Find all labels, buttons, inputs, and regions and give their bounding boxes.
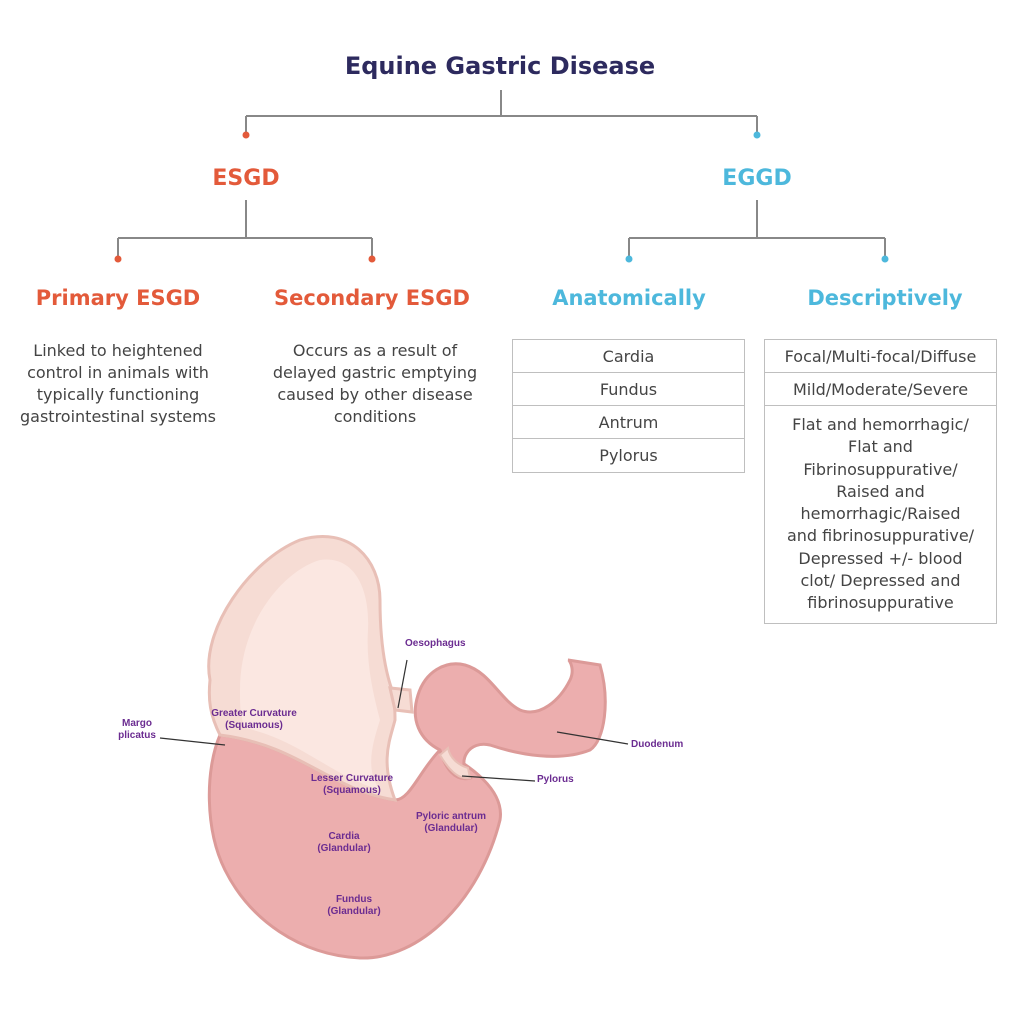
table-row: Focal/Multi-focal/Diffuse (765, 340, 996, 373)
diagram-title: Equine Gastric Disease (344, 52, 656, 80)
desc-line: typically functioning (36, 385, 200, 404)
pylorus-label: Pylorus (537, 774, 574, 785)
antrum-region (413, 658, 607, 781)
greater-curvature-label: Greater Curvature (Squamous) (204, 708, 304, 732)
desc-line: conditions (333, 407, 417, 426)
esgd-dot (242, 131, 250, 139)
table-row: Cardia (513, 340, 744, 373)
oesophagus-label: Oesophagus (405, 638, 466, 649)
desc-line: Linked to heightened (33, 341, 203, 360)
anatomical-locations-table: Cardia Fundus Antrum Pylorus (512, 339, 745, 473)
descriptively-heading: Descriptively (807, 286, 963, 310)
label-leaders (159, 659, 629, 782)
cell-line: Flat and (848, 437, 913, 457)
label-line: Lesser Curvature (310, 773, 394, 784)
table-row: Antrum (513, 406, 744, 439)
cardia-label: Cardia (Glandular) (304, 831, 384, 855)
descriptive-classification-table: Focal/Multi-focal/Diffuse Mild/Moderate/… (764, 339, 997, 624)
label-line: (Glandular) (317, 843, 371, 854)
table-row: Flat and hemorrhagic/ Flat and Fibrinosu… (765, 406, 996, 623)
anatomically-dot (625, 255, 633, 263)
cell-line: Flat and hemorrhagic/ (792, 415, 969, 434)
label-line: Cardia (328, 831, 360, 842)
primary-esgd-description: Linked to heightened control in animals … (8, 340, 228, 428)
secondary-dot (368, 255, 376, 263)
oesophagus-shape (388, 686, 414, 714)
squamous-inner (240, 559, 380, 790)
primary-esgd-heading: Primary ESGD (35, 286, 201, 310)
esgd-heading: ESGD (212, 166, 280, 191)
cell-line: clot/ Depressed and (800, 571, 961, 591)
margo-plicatus-label: Margo plicatus (112, 718, 162, 742)
descriptively-dot (881, 255, 889, 263)
label-line: Greater Curvature (211, 708, 297, 719)
desc-line: gastrointestinal systems (20, 407, 216, 426)
cell-line: hemorrhagic/Raised (800, 504, 961, 524)
table-row: Fundus (513, 373, 744, 406)
primary-dot (114, 255, 122, 263)
label-line: Fundus (335, 894, 373, 905)
duodenum-label: Duodenum (631, 739, 684, 750)
cell-line: Depressed +/- blood (798, 548, 963, 568)
cell-line: Fibrinosuppurative/ (803, 459, 958, 479)
fundus-label: Fundus (Glandular) (314, 894, 394, 918)
label-line: (Squamous) (323, 785, 381, 796)
label-line: (Squamous) (225, 720, 283, 731)
label-line: (Glandular) (327, 906, 381, 917)
desc-line: delayed gastric emptying (272, 363, 478, 382)
lesser-curvature-label: Lesser Curvature (Squamous) (302, 773, 402, 797)
label-line: (Glandular) (424, 823, 478, 834)
pyloric-antrum-label: Pyloric antrum (Glandular) (406, 811, 496, 835)
label-line: Margo (122, 718, 152, 729)
secondary-esgd-description: Occurs as a result of delayed gastric em… (262, 340, 488, 428)
label-line: plicatus (118, 730, 156, 741)
table-row: Mild/Moderate/Severe (765, 373, 996, 406)
eggd-heading: EGGD (722, 166, 792, 191)
cell-line: and fibrinosuppurative/ (786, 526, 975, 546)
desc-line: caused by other disease (277, 385, 473, 404)
label-line: Pyloric antrum (415, 811, 487, 822)
cell-line: fibrinosuppurative (807, 593, 954, 613)
table-row: Pylorus (599, 446, 658, 465)
secondary-esgd-heading: Secondary ESGD (274, 286, 470, 310)
desc-line: control in animals with (27, 363, 209, 382)
desc-line: Occurs as a result of (292, 341, 458, 360)
eggd-dot (753, 131, 761, 139)
cell-line: Raised and (836, 481, 925, 501)
pylorus-shape (438, 746, 472, 780)
anatomically-heading: Anatomically (552, 286, 706, 310)
